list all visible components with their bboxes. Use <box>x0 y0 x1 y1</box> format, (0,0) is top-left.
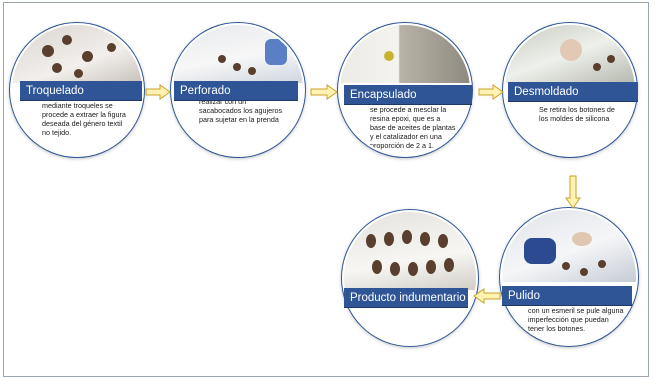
step-desmoldado-circle: Se retira los botones de los moldes de s… <box>503 23 637 157</box>
step-troquelado-label: Troquelado <box>20 81 142 101</box>
diagram-frame <box>3 2 649 377</box>
right-arrow-icon <box>310 84 338 100</box>
step-troquelado-circle: mediante troqueles se procede a extraer … <box>10 23 144 157</box>
desmoldado-photo <box>505 25 635 83</box>
right-arrow-icon <box>478 84 504 100</box>
step-troquelado-description: mediante troqueles se procede a extraer … <box>42 101 126 137</box>
step-desmoldado-label: Desmoldado <box>508 82 638 102</box>
encapsulado-photo <box>340 25 470 83</box>
producto-photo <box>344 212 476 290</box>
step-producto-label: Producto indumentario <box>344 288 468 308</box>
down-arrow-icon <box>565 175 581 209</box>
step-encapsulado-description: se procede a mesclar la resina epoxi, qu… <box>370 105 456 150</box>
step-pulido-description: con un esmeril se pule alguna imperfecci… <box>528 306 624 333</box>
step-perforado-description: realizar con un sacabocados los agujeros… <box>199 97 283 124</box>
step-pulido-circle: con un esmeril se pule alguna imperfecci… <box>500 208 638 346</box>
perforado-photo <box>173 25 303 83</box>
step-encapsulado-label: Encapsulado <box>344 85 472 105</box>
step-producto-circle <box>342 210 478 346</box>
left-arrow-icon <box>473 288 501 304</box>
troquelado-photo <box>12 25 142 83</box>
pulido-photo <box>502 210 636 282</box>
step-perforado-label: Perforado <box>174 81 298 101</box>
step-desmoldado-description: Se retira los botones de los moldes de s… <box>539 105 615 123</box>
right-arrow-icon <box>145 84 171 100</box>
step-pulido-label: Pulido <box>502 286 632 306</box>
